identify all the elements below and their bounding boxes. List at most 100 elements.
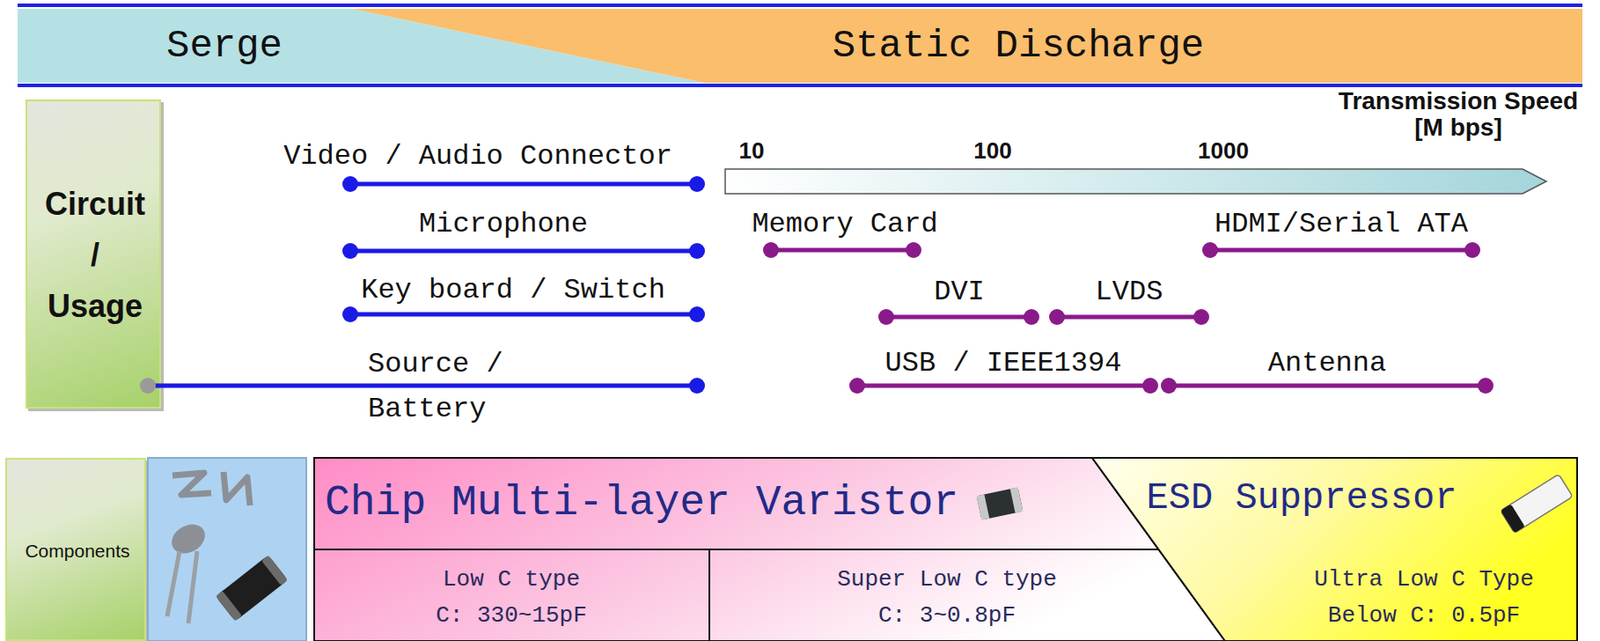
text-holder: Microphone (418, 208, 588, 242)
range-dot (1023, 308, 1040, 325)
range-dot (1049, 308, 1065, 325)
axis-tick: 100 (973, 138, 1012, 165)
text-holder: C: 330~15pF (435, 602, 588, 630)
suppressor-panel: ESD SuppressorUltra Low C TypeBelow C: 0… (1092, 457, 1578, 641)
range-bar (1056, 315, 1202, 320)
text-holder: HDMI/Serial ATA (1214, 208, 1468, 242)
text-label: Components (24, 540, 130, 562)
panel-fill (314, 457, 1226, 641)
text-holder: ESD Suppressor (1146, 477, 1458, 520)
range-bar (147, 383, 698, 389)
text-label: Ultra Low C Type (1313, 566, 1534, 594)
range-dot (689, 242, 705, 259)
text-holder: Below C: 0.5pF (1328, 602, 1520, 630)
varistor-lead (167, 550, 180, 617)
text-holder: C: 3~0.8pF (878, 602, 1016, 630)
range-dot (1142, 377, 1159, 394)
speed-arrow (725, 168, 1547, 194)
type-cell: Low C type C: 330~15pF (314, 549, 710, 641)
text-label: Low C type (442, 566, 580, 594)
text-label: ESD Suppressor (1146, 477, 1458, 520)
range-bar (350, 182, 698, 187)
panel-divider (314, 548, 1159, 551)
range-bar (1210, 248, 1473, 253)
range-dot (763, 242, 779, 258)
text-holder: Super Low C type (836, 566, 1057, 594)
varistor-lead (188, 550, 198, 624)
text-holder: 100 (973, 138, 1012, 165)
components-box: Components (5, 457, 147, 641)
range-dot (878, 308, 895, 325)
smd-varistor (215, 554, 288, 621)
usage-label: DVI (933, 276, 985, 309)
range-dot (342, 242, 359, 259)
text-label: C: 330~15pF (435, 602, 588, 630)
text-holder: Low C type (442, 566, 580, 594)
range-dot (1160, 377, 1177, 394)
text-label: Circuit / Usage (40, 178, 150, 332)
varistor-lead (223, 471, 250, 506)
text-holder: Circuit / Usage (40, 178, 150, 332)
usage-label: Microphone (418, 208, 588, 242)
smd-body (215, 554, 288, 621)
range-bar (350, 312, 698, 317)
text-holder: Static Discharge (832, 23, 1204, 69)
band-rule (17, 3, 1583, 8)
text-holder: 1000 (1197, 138, 1249, 165)
range-dot (1464, 242, 1481, 258)
range-bar (770, 248, 914, 253)
range-bar (350, 249, 698, 254)
text-holder: DVI (933, 276, 985, 309)
text-label: Super Low C type (836, 566, 1057, 594)
range-dot (1477, 377, 1494, 394)
panel-divider (708, 549, 711, 641)
range-dot (342, 176, 359, 192)
usage-label: LVDS (1095, 276, 1164, 309)
text-label: Below C: 0.5pF (1328, 602, 1520, 630)
photo-frame (147, 457, 307, 641)
usage-label: Source / Battery (367, 341, 518, 432)
text-holder: 10 (739, 138, 765, 165)
text-holder: LVDS (1095, 276, 1164, 309)
band-rule (17, 83, 1583, 88)
smd-terminal (215, 590, 243, 622)
axis-tick: 1000 (1197, 138, 1249, 165)
range-bar (886, 315, 1032, 320)
text-label: Chip Multi-layer Varistor (324, 478, 959, 528)
range-dot (689, 377, 705, 394)
text-holder: Key board / Switch (360, 274, 666, 308)
usage-label: Video / Audio Connector (283, 140, 673, 174)
text-holder: Antenna (1268, 347, 1387, 381)
disc-varistor (166, 518, 211, 559)
range-bar (857, 383, 1151, 389)
range-dot (689, 306, 705, 323)
range-dot (905, 242, 922, 258)
range-dot (342, 306, 359, 323)
usage-label: Memory Card (751, 208, 938, 242)
varistor-lead (172, 472, 212, 495)
usage-label: USB / IEEE1394 (885, 347, 1123, 381)
text-holder: Serge (166, 23, 283, 69)
range-dot (689, 176, 705, 192)
text-holder: Source / Battery (367, 341, 518, 432)
range-bar (1168, 383, 1486, 389)
range-dot (849, 377, 866, 394)
text-label: Static Discharge (832, 23, 1204, 69)
axis-tick: 10 (739, 138, 765, 165)
smd-terminal (261, 554, 288, 586)
text-label: Serge (166, 23, 283, 69)
usage-box: Circuit / Usage (25, 99, 162, 409)
text-holder: USB / IEEE1394 (885, 347, 1123, 381)
text-label: C: 3~0.8pF (878, 602, 1016, 630)
text-holder: Chip Multi-layer Varistor (324, 478, 959, 528)
text-holder: Ultra Low C Type (1313, 566, 1534, 594)
axis-title: Transmission Speed [M bps] (1330, 88, 1586, 141)
text-holder: Video / Audio Connector (283, 140, 673, 174)
usage-label: HDMI/Serial ATA (1214, 208, 1468, 242)
text-holder: Transmission Speed [M bps] (1330, 88, 1586, 141)
usage-label: Key board / Switch (360, 274, 666, 308)
range-dot (1202, 242, 1219, 258)
usage-label: Antenna (1268, 347, 1387, 381)
text-holder: Components (24, 540, 130, 562)
panel-fill (352, 8, 1583, 83)
